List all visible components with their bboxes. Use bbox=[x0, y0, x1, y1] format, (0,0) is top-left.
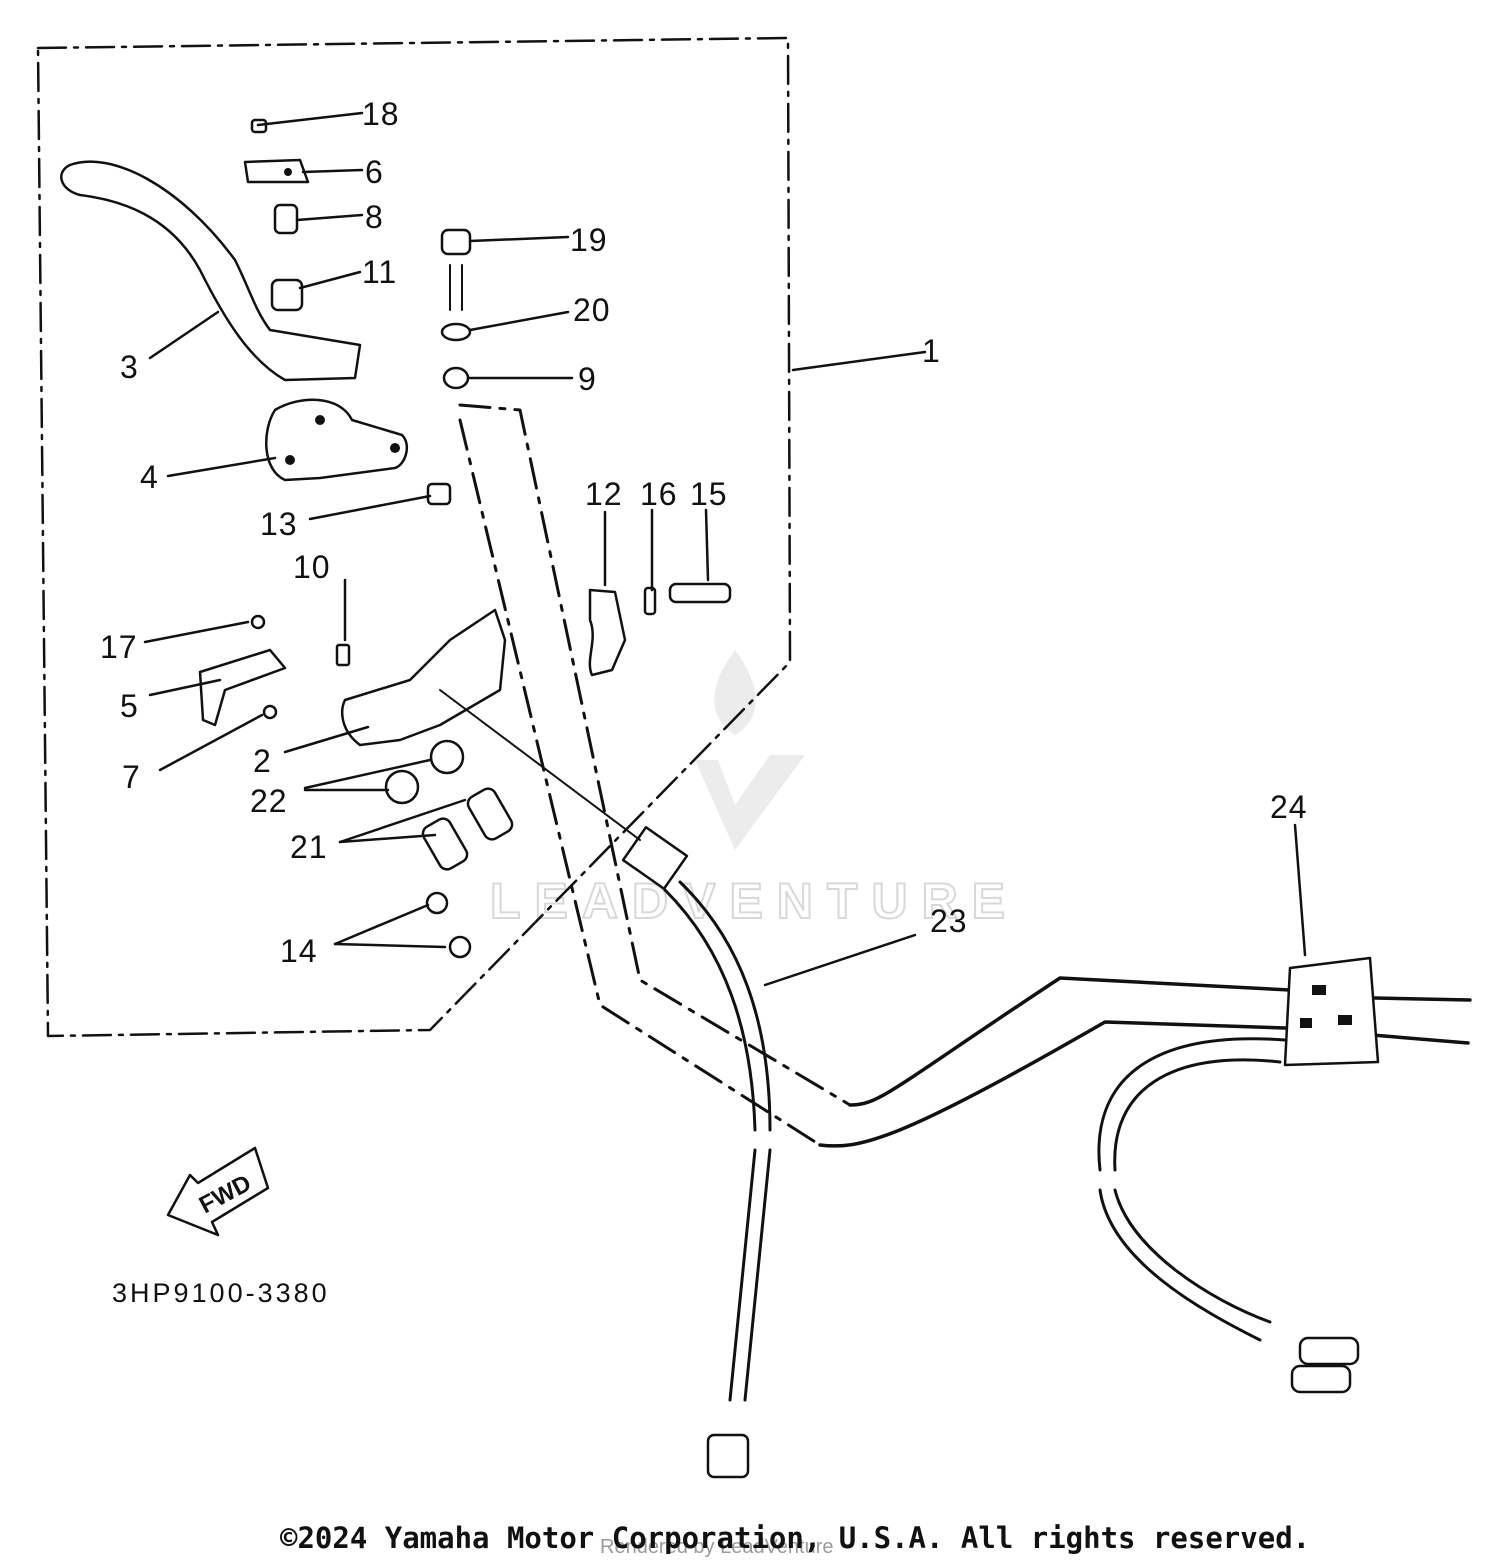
callout-2: 2 bbox=[253, 743, 272, 779]
watermark-tagline: Rendered by LeadVenture bbox=[600, 1536, 834, 1558]
callout-6: 6 bbox=[365, 154, 384, 190]
callout-18: 18 bbox=[362, 96, 400, 132]
handlebar-switch-24 bbox=[1097, 956, 1380, 1394]
callout-24: 24 bbox=[1270, 789, 1308, 825]
callout-13: 13 bbox=[260, 506, 298, 542]
callout-20: 20 bbox=[573, 292, 611, 328]
callout-8: 8 bbox=[365, 199, 384, 235]
copyright-notice: ©2024 Yamaha Motor Corporation, U.S.A. A… bbox=[280, 1521, 1310, 1555]
callout-16: 16 bbox=[640, 476, 678, 512]
lever-assembly bbox=[60, 118, 732, 959]
handlebar bbox=[458, 403, 1472, 1148]
leader-lines bbox=[143, 111, 1307, 987]
cable-23 bbox=[621, 826, 772, 1479]
body-2 bbox=[341, 608, 507, 747]
callout-11: 11 bbox=[362, 254, 397, 290]
callout-9: 9 bbox=[578, 361, 597, 397]
forward-direction-icon: FWD bbox=[166, 1146, 270, 1237]
brake-lever-3 bbox=[60, 160, 362, 382]
assembly-boundary bbox=[36, 36, 792, 1038]
bolt-15 bbox=[668, 582, 732, 604]
callout-19: 19 bbox=[570, 222, 608, 258]
bracket-4 bbox=[265, 398, 409, 482]
callout-7: 7 bbox=[122, 759, 141, 795]
callout-4: 4 bbox=[140, 459, 159, 495]
callout-14: 14 bbox=[280, 933, 318, 969]
callout-labels: 1 2 3 4 5 6 7 8 9 10 11 12 13 14 15 16 1… bbox=[100, 96, 1308, 969]
clamp-12 bbox=[588, 588, 627, 677]
diagram-code: 3HP9100-3380 bbox=[112, 1278, 330, 1308]
callout-17: 17 bbox=[100, 629, 138, 665]
watermark-v-icon bbox=[695, 755, 805, 850]
callout-12: 12 bbox=[585, 476, 623, 512]
callout-23: 23 bbox=[930, 903, 968, 939]
callout-10: 10 bbox=[293, 549, 331, 585]
plate-5 bbox=[198, 648, 287, 727]
callout-3: 3 bbox=[120, 349, 139, 385]
callout-1: 1 bbox=[922, 333, 941, 369]
callout-21: 21 bbox=[290, 829, 328, 865]
callout-22: 22 bbox=[250, 783, 288, 819]
callout-5: 5 bbox=[120, 688, 139, 724]
callout-15: 15 bbox=[690, 476, 728, 512]
watermark-flame-icon bbox=[714, 650, 756, 735]
